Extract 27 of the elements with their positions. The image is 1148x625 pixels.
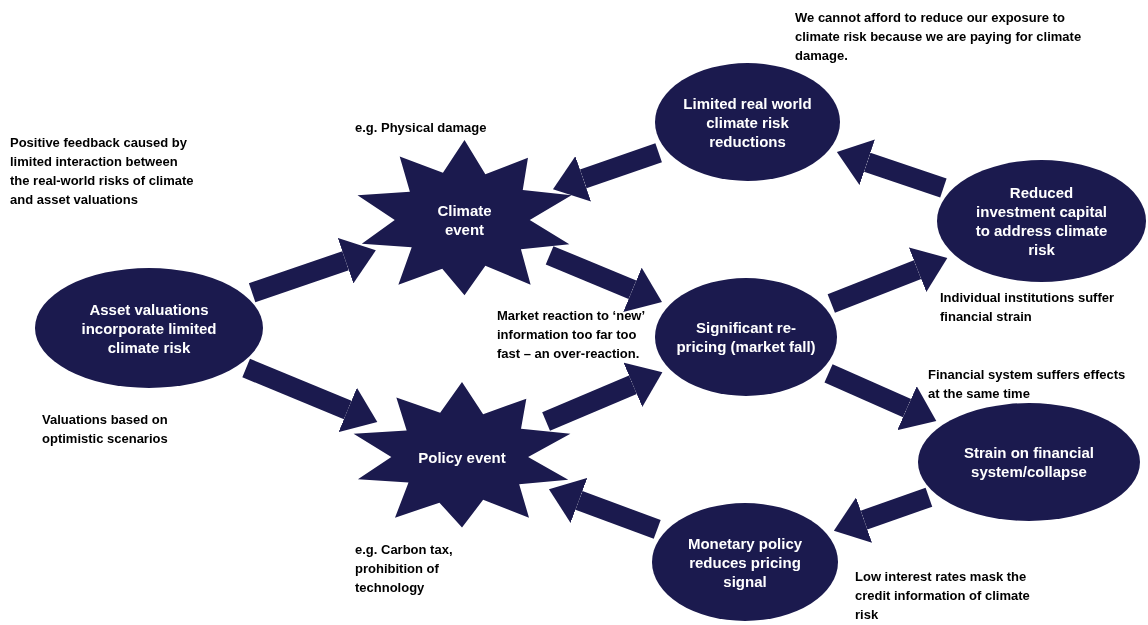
block-arrow <box>242 358 378 433</box>
annotation-text: Market reaction to ‘new’ information too far too fast – an over-reaction. <box>497 307 646 363</box>
node-text: Climate event <box>436 201 493 239</box>
node-text: Limited real world climate risk reductions <box>682 93 813 151</box>
node-text: Monetary policy reduces pricing signal <box>686 533 804 591</box>
node-text: Strain on financial system/collapse <box>963 443 1095 481</box>
annotation-text: e.g. Carbon tax, prohibition of technology <box>355 541 454 597</box>
node-text: Significant re-pricing (market fall) <box>676 318 816 356</box>
annotation-text: Valuations based on optimistic scenarios <box>42 411 169 448</box>
annotation-text: Financial system suffers effects at the same time <box>928 366 1127 403</box>
block-arrow <box>545 246 662 312</box>
annotation-text: Positive feedback caused by limited interaction between the real-world risks of climate and asset valuations <box>10 134 195 209</box>
block-arrow <box>833 487 933 543</box>
block-arrow <box>836 139 947 198</box>
block-arrow <box>548 477 661 539</box>
node-text: Policy event <box>417 447 507 467</box>
node-text: Asset valuations incorporate limited climate risk <box>80 299 218 357</box>
annotation-text: Low interest rates mask the credit information of climate risk <box>855 568 1031 624</box>
block-arrow <box>542 362 663 431</box>
annotation-text: We cannot afford to reduce our exposure to climate risk because we are paying for climate damage. <box>795 9 1083 65</box>
block-arrow <box>824 364 937 431</box>
block-arrow <box>827 247 948 313</box>
annotation-text: e.g. Physical damage <box>355 119 488 137</box>
annotation-text: Individual institutions suffer financial strain <box>940 289 1116 326</box>
block-arrow <box>553 143 662 202</box>
block-arrow <box>248 238 376 303</box>
node-text: Reduced investment capital to address climate risk <box>974 183 1109 259</box>
